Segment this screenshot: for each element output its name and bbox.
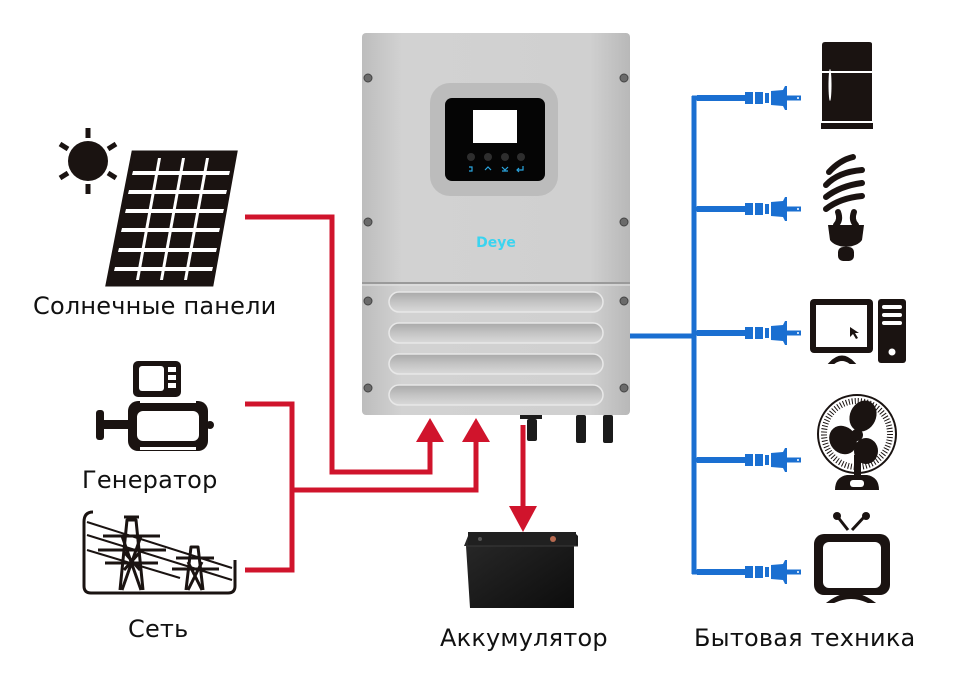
solar-wire (245, 214, 433, 475)
plug-tv (692, 560, 801, 584)
gen-grid-wire (292, 440, 479, 493)
appliances-label: Бытовая техника (694, 624, 916, 652)
bottom-connectors (520, 415, 613, 443)
plug-fridge (692, 86, 801, 110)
battery-label: Аккумулятор (440, 624, 608, 652)
control-buttons (467, 153, 525, 173)
solar-panels-label: Солнечные панели (33, 292, 277, 320)
esc-button[interactable] (467, 153, 475, 161)
solar-input-arrow (416, 418, 444, 442)
lcd-screen (473, 110, 517, 143)
inverter: Deye (362, 33, 630, 443)
sun-icon (58, 128, 118, 194)
plug-computer (692, 321, 801, 345)
brand-logo: Deye (476, 235, 516, 251)
generator-icon (96, 361, 214, 451)
output-wires (630, 86, 801, 584)
plug-fan (692, 448, 801, 472)
up-button[interactable] (484, 153, 492, 161)
power-grid-icon (82, 510, 237, 595)
generator-wire (245, 401, 295, 573)
battery-output-arrow (509, 506, 537, 532)
grid-label: Сеть (128, 615, 189, 643)
enter-button[interactable] (517, 153, 525, 161)
input-wires (245, 214, 537, 573)
generator-label: Генератор (82, 466, 218, 494)
fan-icon (817, 394, 897, 490)
battery-icon (464, 532, 578, 608)
vent-slots (388, 291, 604, 406)
fridge-icon (821, 42, 873, 129)
plug-lamp (692, 197, 801, 221)
computer-icon (810, 299, 906, 364)
down-button[interactable] (501, 153, 509, 161)
tv-icon (814, 512, 890, 603)
gen-grid-input-arrow (462, 418, 490, 442)
cfl-bulb-icon (823, 154, 865, 261)
solar-panel-icon (105, 150, 238, 287)
